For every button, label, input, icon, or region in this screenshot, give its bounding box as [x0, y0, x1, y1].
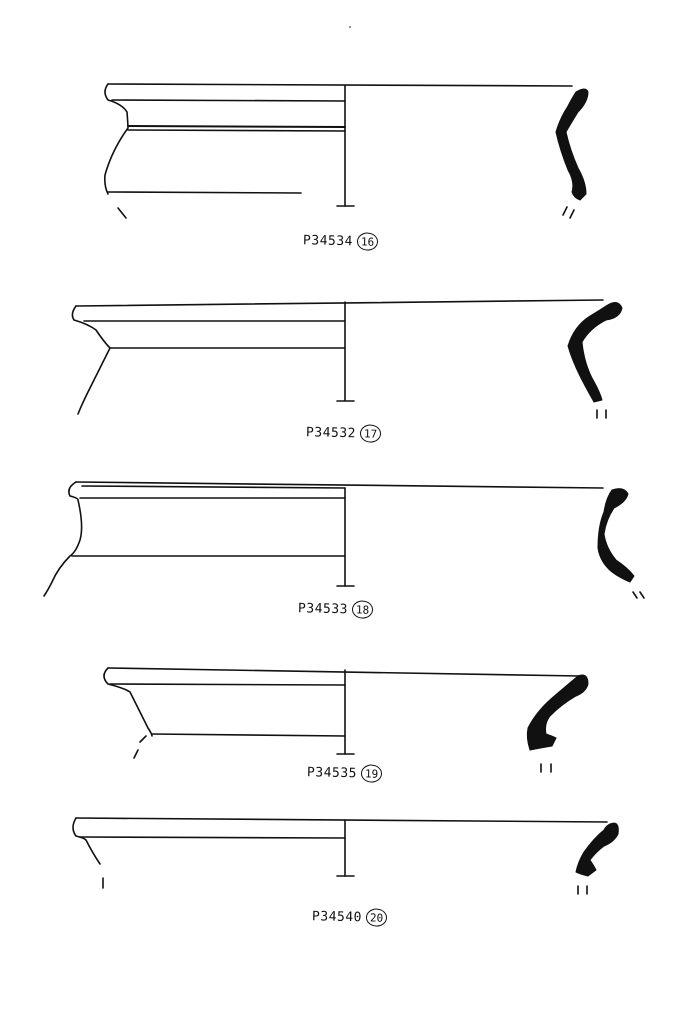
rim-band-line [109, 683, 346, 686]
body-line [107, 191, 302, 194]
section-profile [555, 88, 589, 201]
figure-number-circle: 20 [365, 908, 388, 927]
profile-drawing-19 [103, 667, 589, 773]
rim-top-line [107, 83, 573, 87]
rim-top-line-2 [81, 485, 346, 489]
exterior-outline [72, 817, 101, 865]
section-profile [567, 302, 623, 403]
break-marks [562, 206, 575, 219]
figure-number-circle: 17 [359, 424, 382, 443]
rim-top-line [75, 299, 604, 307]
exterior-outline [103, 667, 153, 737]
profile-drawing-16 [104, 83, 589, 219]
figure-caption: P34535 19 [307, 763, 383, 783]
profile-drawing-18 [43, 481, 645, 599]
rim-band-line [79, 836, 346, 839]
exterior-outline [43, 481, 83, 597]
break-marks [577, 885, 588, 895]
break-marks [632, 591, 645, 599]
break-dash [117, 207, 127, 219]
figure-caption: P34534 16 [303, 231, 379, 251]
rim-top-line [107, 667, 581, 677]
figure-number-circle: 18 [351, 600, 374, 619]
figure-caption: P34533 18 [298, 599, 374, 619]
profile-drawing-17 [71, 299, 623, 419]
catalogue-number: P34532 [305, 424, 357, 441]
section-profile [526, 674, 589, 751]
groove-line-2 [127, 129, 346, 132]
rim-band-line [111, 99, 346, 102]
figure-caption: P34540 20 [312, 907, 388, 927]
section-profile [575, 822, 619, 877]
stray-mark [349, 26, 351, 28]
rim-top-line [75, 817, 608, 823]
groove-line [127, 125, 346, 128]
catalogue-number: P34534 [302, 232, 354, 249]
rim-top-line [75, 481, 604, 489]
exterior-outline [104, 83, 129, 195]
catalogue-number: P34533 [297, 600, 349, 617]
break-dash [133, 735, 147, 759]
figure-number-circle: 19 [360, 764, 383, 783]
profile-drawing-20 [72, 817, 619, 895]
break-marks [596, 409, 607, 419]
section-profile [597, 488, 635, 583]
catalogue-number: P34535 [306, 764, 358, 781]
catalogue-number: P34540 [311, 908, 363, 925]
break-marks [540, 763, 552, 773]
body-line [151, 733, 346, 737]
exterior-outline [71, 305, 111, 415]
figure-caption: P34532 17 [306, 423, 382, 443]
figure-number-circle: 16 [356, 232, 379, 251]
